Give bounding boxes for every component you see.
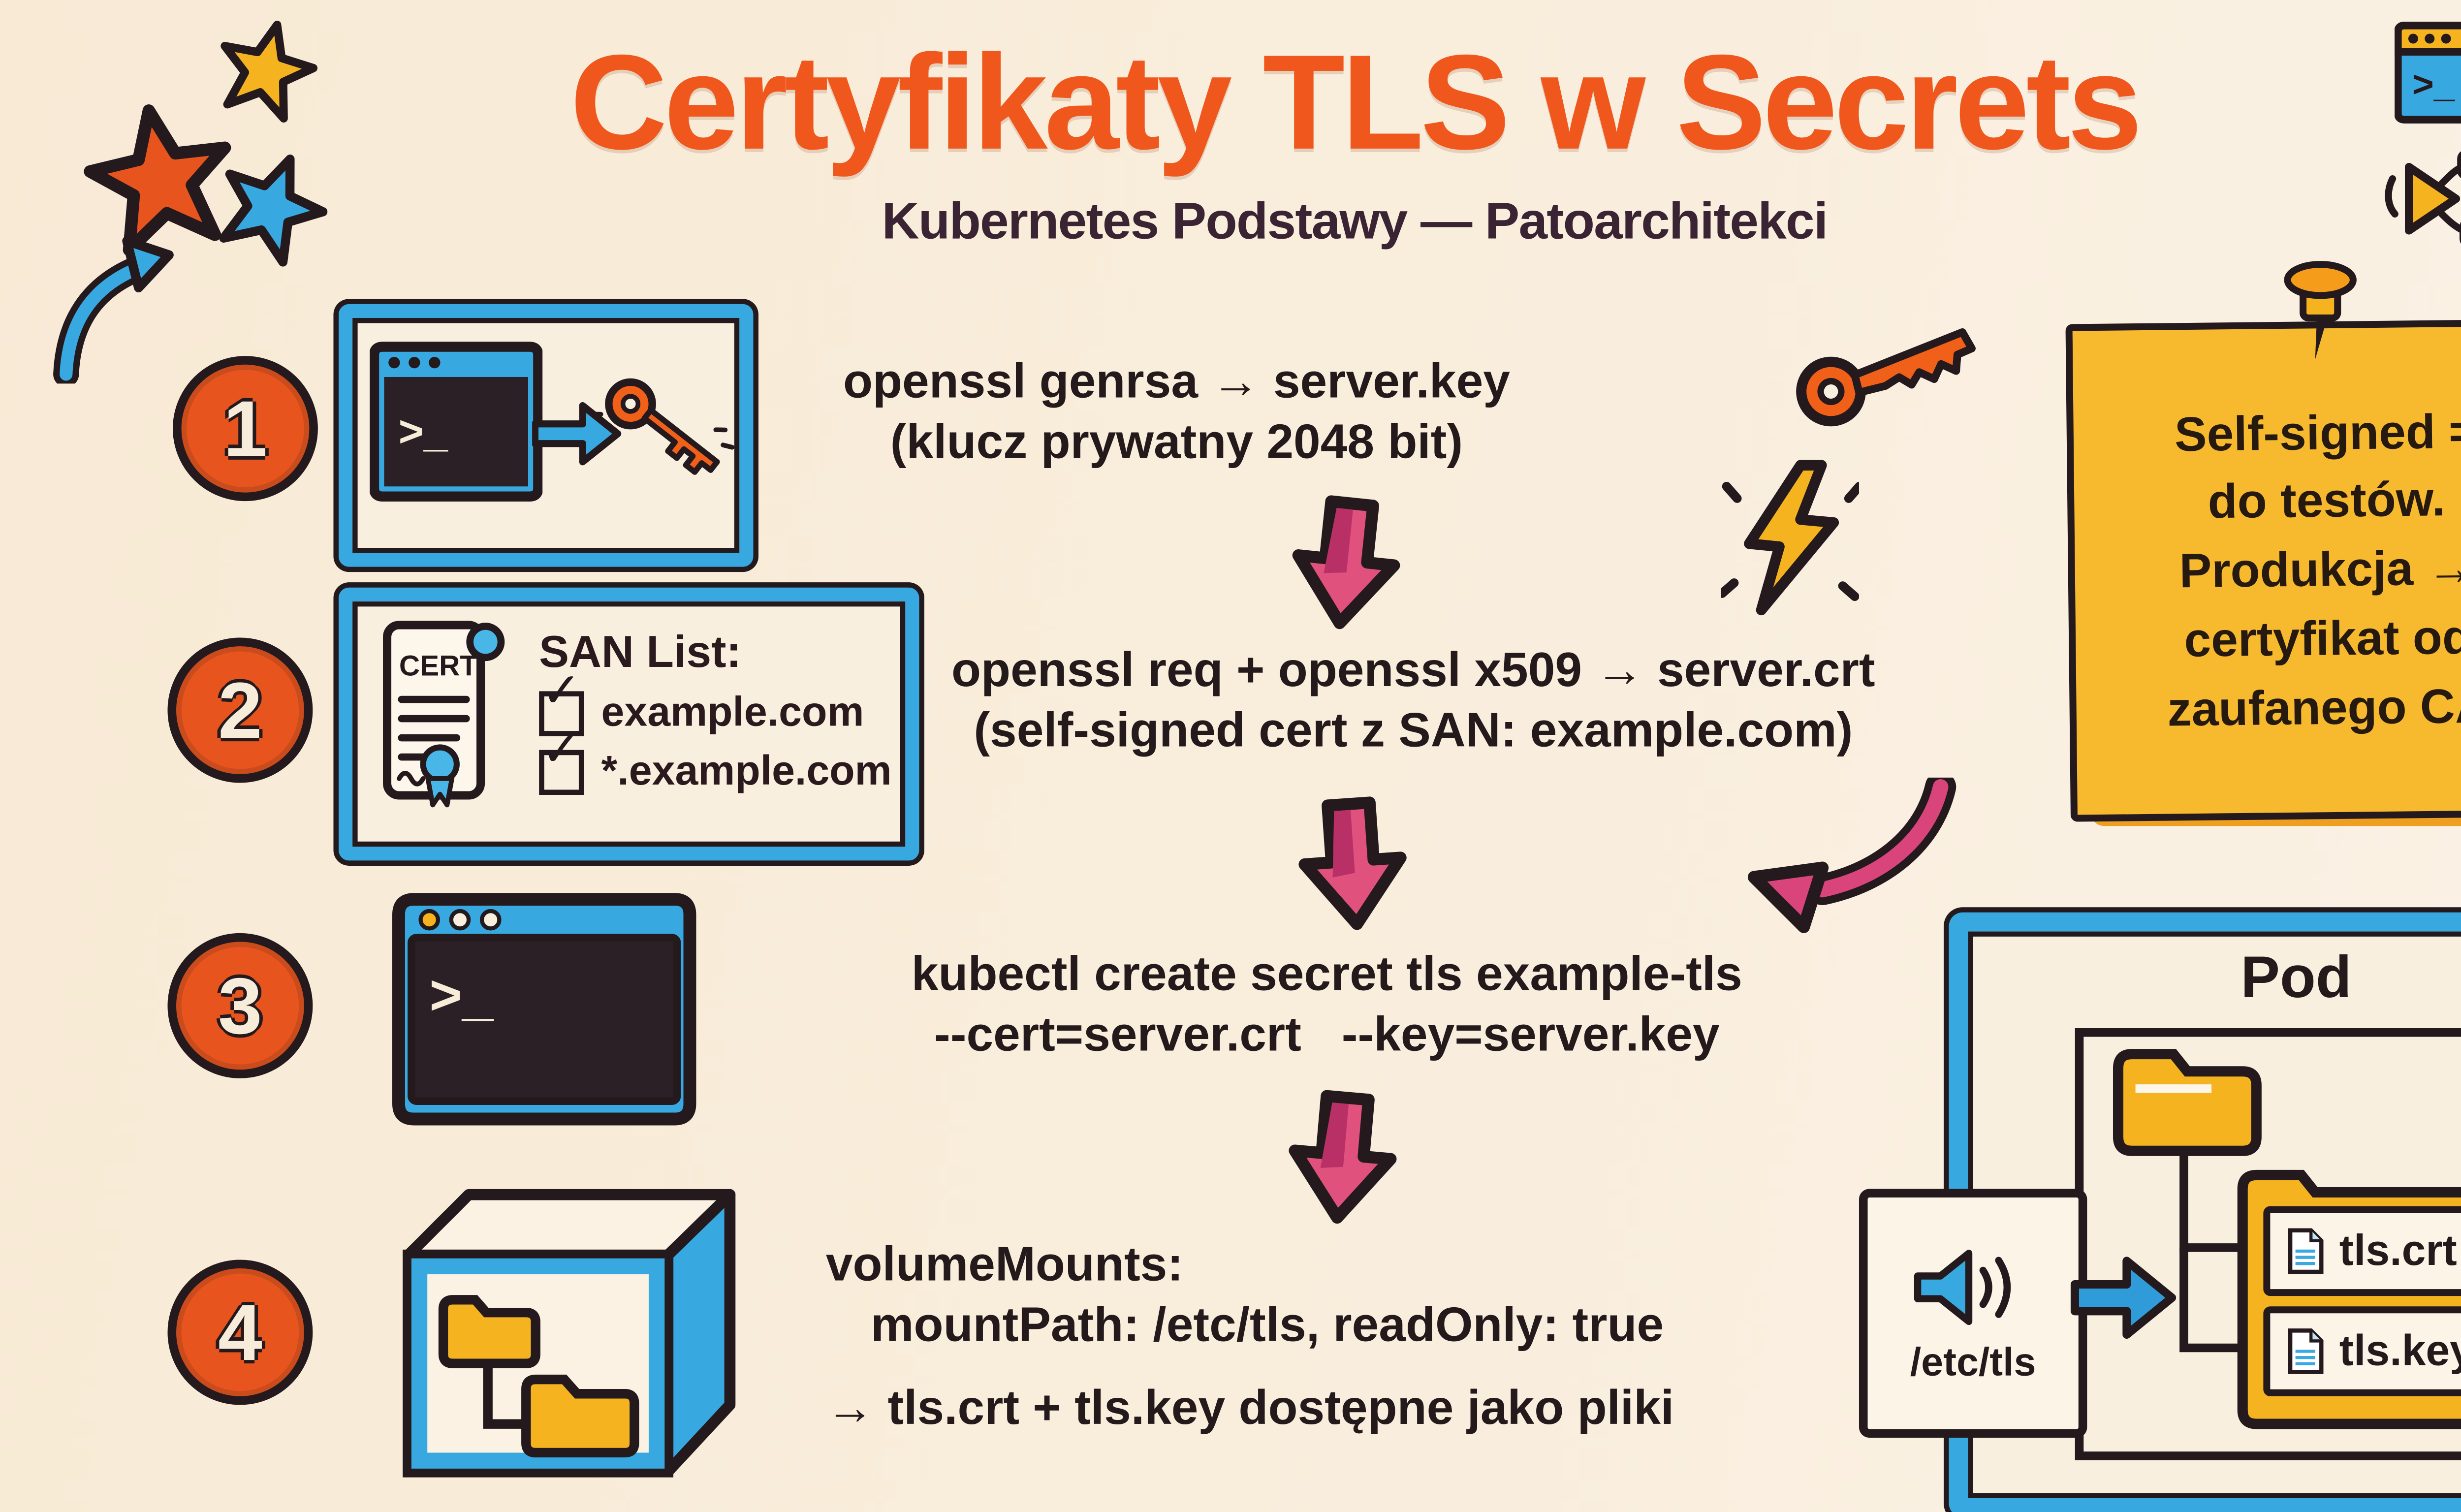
terminal-icon: >_ — [392, 893, 696, 1126]
step-3-number: 3 — [218, 961, 262, 1051]
sticky-line: Produkcja → — [2179, 541, 2461, 598]
file-label: tls.key — [2339, 1326, 2461, 1375]
checkbox-icon: ✓ — [539, 722, 584, 794]
svg-text:>_: >_ — [2412, 63, 2455, 105]
step-1-command: openssl genrsa → server.key (klucz prywa… — [805, 351, 1548, 473]
san-item-label: *.example.com — [601, 747, 892, 794]
svg-text:>_: >_ — [399, 407, 448, 455]
certificate-icon: CERT — [383, 621, 505, 808]
step-1-icon-panel: >_ — [338, 304, 754, 567]
folder-icon — [438, 1295, 540, 1368]
step-1-number: 1 — [223, 383, 268, 473]
svg-text:CERT: CERT — [399, 650, 477, 682]
step-1-line-1: openssl genrsa → server.key — [843, 354, 1510, 408]
sticky-note: Self-signed = do testów. Produkcja → cer… — [2065, 318, 2461, 822]
mount-arrow-icon — [2070, 1257, 2177, 1339]
mount-path-label: /etc/tls — [1910, 1338, 2036, 1384]
pushpin-icon — [2284, 261, 2357, 360]
step-4-command: volumeMounts: mountPath: /etc/tls, readO… — [826, 1234, 1794, 1438]
document-icon — [2288, 1328, 2324, 1374]
flow-arrow-down-icon — [1298, 796, 1407, 930]
san-item-row: ✓ example.com — [539, 662, 891, 737]
file-row-tls-crt: tls.crt — [2263, 1206, 2461, 1296]
terminal-icon: >_ — [370, 342, 543, 502]
san-list-title: SAN List: — [539, 625, 741, 677]
step-4-number: 4 — [218, 1287, 262, 1378]
star-orange-icon — [84, 104, 231, 256]
step-4-badge: 4 — [167, 1260, 313, 1405]
step-2-badge: 2 — [167, 637, 313, 783]
checkbox-icon: ✓ — [539, 662, 584, 735]
step-4-line-3: → tls.crt + tls.key dostępne jako pliki — [825, 1380, 1674, 1434]
step-3-line-2: --cert=server.crt --key=server.key — [934, 1008, 1720, 1062]
pod-title: Pod — [2240, 945, 2352, 1011]
curved-arrow-to-pod-icon — [1747, 777, 1956, 933]
star-yellow-icon — [221, 21, 318, 123]
terminal-window-icon: >_ — [2395, 22, 2461, 124]
step-1-line-2: (klucz prywatny 2048 bit) — [890, 415, 1463, 469]
step-1-badge: 1 — [173, 356, 318, 502]
mount-path-box: /etc/tls — [1859, 1189, 2087, 1438]
sticky-line: certyfikat od — [2183, 610, 2461, 667]
step-2-number: 2 — [218, 665, 262, 756]
sticky-line: zaufanego CA — [2167, 678, 2461, 736]
document-icon — [2288, 1228, 2324, 1274]
sticky-line: do testów. — [2208, 472, 2446, 529]
step-4-line-1: volumeMounts: — [825, 1237, 1184, 1291]
arrow-right-icon — [532, 402, 622, 466]
lightning-icon — [1721, 460, 1859, 616]
file-label: tls.crt — [2339, 1226, 2457, 1275]
speaker-icon — [1914, 1249, 2011, 1324]
flow-branch-icon — [2385, 151, 2461, 244]
step-3-command: kubectl create secret tls example-tls --… — [878, 944, 1776, 1066]
page-title: Certyfikaty TLS w Secrets — [570, 26, 2143, 178]
volume-folder-icon — [2113, 1049, 2262, 1156]
san-item-row: ✓ *.example.com — [539, 722, 892, 795]
step-4-line-2: mountPath: /etc/tls, readOnly: true — [871, 1298, 1664, 1352]
curved-arrow-up-icon — [53, 236, 174, 384]
page-subtitle: Kubernetes Podstawy — Patoarchitekci — [882, 193, 1828, 251]
sticky-line: Self-signed = — [2174, 404, 2461, 461]
key-icon — [589, 378, 735, 475]
step-2-icon-panel: CERT SAN List: ✓ example.com ✓ *.example… — [338, 587, 919, 861]
step-2-line-2: (self-signed cert z SAN: example.com) — [974, 703, 1853, 757]
star-blue-icon — [219, 154, 328, 267]
file-row-tls-key: tls.key — [2263, 1306, 2461, 1396]
secret-box-icon — [403, 1189, 736, 1478]
key-icon — [1796, 328, 1976, 427]
folder-icon — [521, 1374, 639, 1458]
flow-arrow-down-icon — [1289, 1090, 1397, 1224]
flow-arrow-down-icon — [1292, 495, 1400, 630]
step-3-line-1: kubectl create secret tls example-tls — [911, 946, 1742, 1001]
svg-text:>_: >_ — [429, 964, 494, 1027]
san-item-label: example.com — [601, 689, 864, 735]
step-3-badge: 3 — [167, 933, 313, 1078]
pod-inner-frame: tls.crt tls.key — [2075, 1028, 2461, 1460]
step-2-command: openssl req + openssl x509 → server.crt … — [929, 639, 1897, 761]
step-2-line-1: openssl req + openssl x509 → server.crt — [951, 643, 1875, 696]
